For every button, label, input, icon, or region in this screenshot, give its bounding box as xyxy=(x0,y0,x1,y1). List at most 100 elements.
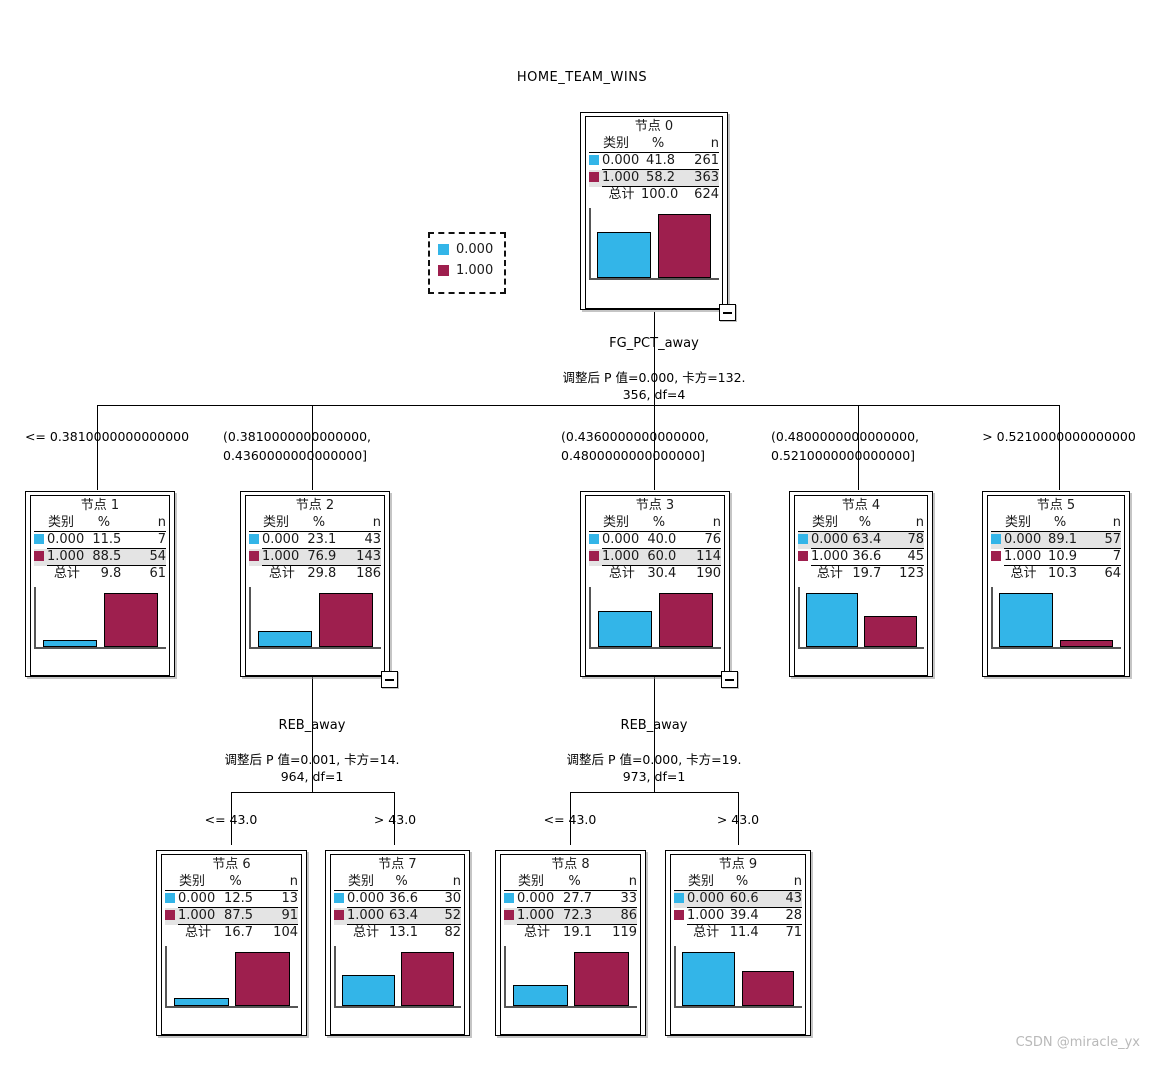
node-bar-chart xyxy=(249,587,381,649)
total-count: 186 xyxy=(356,566,381,581)
class-color-swatch xyxy=(249,533,259,544)
branch-label-4: > 0.5210000000000000 xyxy=(982,429,1136,444)
legend-box[interactable]: 0.000 1.000 xyxy=(428,232,506,294)
tree-edge-node-2-bus xyxy=(231,792,394,793)
collapse-node-button[interactable] xyxy=(719,304,736,321)
header-n: n xyxy=(258,874,298,891)
class-label: 0.000 xyxy=(1004,531,1043,549)
class-color-swatch xyxy=(991,550,1001,561)
total-percent: 13.1 xyxy=(389,925,418,940)
total-count: 119 xyxy=(612,925,637,940)
split-stats-root: 调整后 P 值=0.000, 卡方=132. 356, df=4 xyxy=(562,370,746,402)
total-label: 总计 xyxy=(268,566,295,581)
node-title: 节点 0 xyxy=(634,119,674,134)
total-count: 82 xyxy=(444,925,461,940)
class-color-swatch xyxy=(334,909,344,920)
bar-class-1 xyxy=(103,593,159,647)
class-percent: 10.9 xyxy=(1043,548,1082,566)
class-label: 1.000 xyxy=(347,907,385,925)
branch-label-node-3-left: <= 43.0 xyxy=(543,812,597,827)
class-color-swatch xyxy=(34,533,44,544)
node-table-header-row: 类别%n xyxy=(798,515,924,532)
node-title: 节点 9 xyxy=(718,857,758,872)
class-percent: 27.7 xyxy=(557,890,597,908)
split-stats-node-2: 调整后 P 值=0.001, 卡方=14. 964, df=1 xyxy=(224,752,400,784)
class-color-swatch xyxy=(334,892,344,903)
node-bar-chart xyxy=(165,946,298,1008)
class-swatch-cell xyxy=(991,549,1004,566)
bar-class-0 xyxy=(597,232,652,278)
total-count: 123 xyxy=(899,566,924,581)
node-table-header-row: 类别%n xyxy=(589,136,719,153)
branch-label-2: (0.4360000000000000, 0.4800000000000000] xyxy=(561,429,710,463)
class-count: 45 xyxy=(886,548,924,566)
branch-label-node-3-right: > 43.0 xyxy=(716,812,760,827)
header-class: 类别 xyxy=(811,515,849,532)
tree-edge-to-node-7 xyxy=(394,792,395,845)
class-color-swatch xyxy=(504,909,514,920)
total-count: 624 xyxy=(694,187,719,202)
header-class: 类别 xyxy=(602,515,642,532)
node-table-header-row: 类别%n xyxy=(165,874,298,891)
header-n: n xyxy=(763,874,802,891)
bar-class-0 xyxy=(342,975,395,1006)
class-swatch-cell xyxy=(34,532,47,549)
total-label: 总计 xyxy=(184,925,211,940)
tree-edge-to-node-2 xyxy=(312,405,313,490)
bar-class-1 xyxy=(741,971,795,1006)
branch-label-node-2-left: <= 43.0 xyxy=(204,812,258,827)
class-label: 0.000 xyxy=(687,890,726,908)
class-swatch-cell xyxy=(249,532,262,549)
class-percent: 58.2 xyxy=(641,169,680,187)
class-swatch-cell xyxy=(334,891,347,908)
total-count: 64 xyxy=(1104,566,1121,581)
class-count: 261 xyxy=(680,152,719,170)
class-percent: 60.0 xyxy=(641,548,682,566)
class-count: 52 xyxy=(423,907,461,925)
collapse-node-button[interactable] xyxy=(721,671,738,688)
class-label: 0.000 xyxy=(347,890,385,908)
collapse-node-button[interactable] xyxy=(381,671,398,688)
bar-class-1 xyxy=(574,952,630,1006)
class-swatch-cell xyxy=(674,908,687,925)
class-percent: 76.9 xyxy=(301,548,342,566)
class-swatch-cell xyxy=(991,531,1004,549)
header-spacer xyxy=(34,515,47,532)
node-table-header-row: 类别%n xyxy=(249,515,381,532)
total-label: 总计 xyxy=(352,925,379,940)
bar-class-0 xyxy=(806,593,859,647)
header-percent: % xyxy=(301,515,342,532)
tree-edge-node-3-stem xyxy=(654,676,655,766)
class-count: 33 xyxy=(597,890,637,908)
split-variable-node-3: REB_away xyxy=(620,718,688,733)
header-n: n xyxy=(126,515,166,532)
class-percent: 60.6 xyxy=(725,890,764,908)
